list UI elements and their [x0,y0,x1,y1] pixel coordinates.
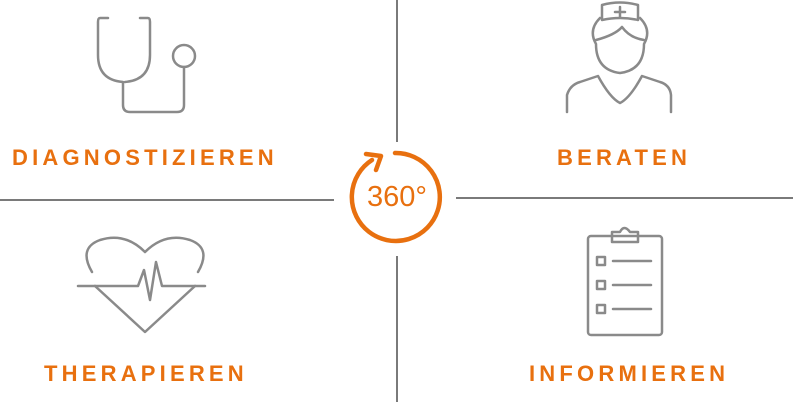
center-label: 360° [367,181,427,213]
label-therapieren: THERAPIEREN [44,361,248,386]
label-diagnostizieren: DIAGNOSTIZIEREN [12,145,278,170]
label-beraten: BERATEN [557,145,692,170]
cycle-arrow-icon [349,150,443,244]
nurse-icon [565,1,673,114]
clipboard-icon [586,226,664,337]
label-informieren: INFORMIEREN [529,361,730,386]
stethoscope-icon [96,16,197,114]
heart-pulse-icon [76,236,207,334]
